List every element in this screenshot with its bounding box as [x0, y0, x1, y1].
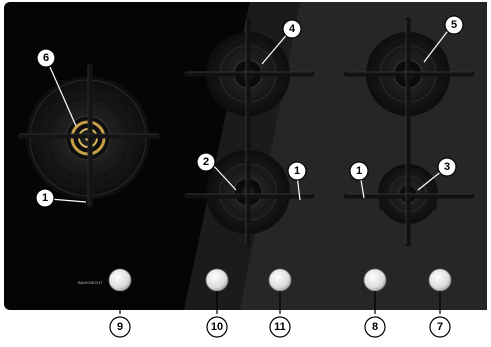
svg-text:11: 11	[274, 321, 286, 333]
knob-9[interactable]	[108, 268, 132, 292]
callout-4: 4	[282, 19, 302, 39]
callout-9: 9	[109, 316, 131, 338]
svg-text:6: 6	[43, 52, 49, 64]
callout-8: 8	[364, 316, 386, 338]
svg-text:1: 1	[42, 192, 48, 204]
knob-10[interactable]	[205, 268, 229, 292]
callout-10: 10	[206, 316, 228, 338]
svg-text:8: 8	[372, 321, 378, 333]
callout-1-left: 1	[35, 188, 55, 208]
callout-5: 5	[444, 15, 464, 35]
leader-1-left	[49, 198, 87, 203]
svg-text:3: 3	[444, 161, 450, 173]
leader-2	[211, 163, 237, 191]
callout-7: 7	[429, 316, 451, 338]
leader-6	[49, 66, 77, 127]
svg-text:1: 1	[294, 165, 300, 177]
callout-6: 6	[36, 48, 56, 68]
svg-text:7: 7	[437, 321, 443, 333]
leader-5	[423, 27, 451, 63]
svg-text:4: 4	[289, 23, 296, 35]
leader-3	[417, 169, 444, 191]
callout-11: 11	[269, 316, 291, 338]
callout-1-middle: 1	[287, 161, 307, 181]
svg-text:1: 1	[356, 165, 362, 177]
callout-2: 2	[196, 152, 216, 172]
middle-grate	[183, 17, 315, 247]
svg-text:5: 5	[451, 19, 457, 31]
svg-text:2: 2	[203, 156, 209, 168]
knob-11[interactable]	[268, 268, 292, 292]
svg-text:9: 9	[117, 321, 123, 333]
svg-text:10: 10	[211, 321, 223, 333]
callout-1-right: 1	[349, 161, 369, 181]
callout-3: 3	[437, 157, 457, 177]
leader-4	[261, 31, 290, 65]
right-grate	[343, 17, 475, 247]
wok-burner	[17, 63, 161, 208]
brand-mark: BAUKNECHT	[78, 280, 103, 285]
knob-8[interactable]	[363, 268, 387, 292]
knob-7[interactable]	[428, 268, 452, 292]
